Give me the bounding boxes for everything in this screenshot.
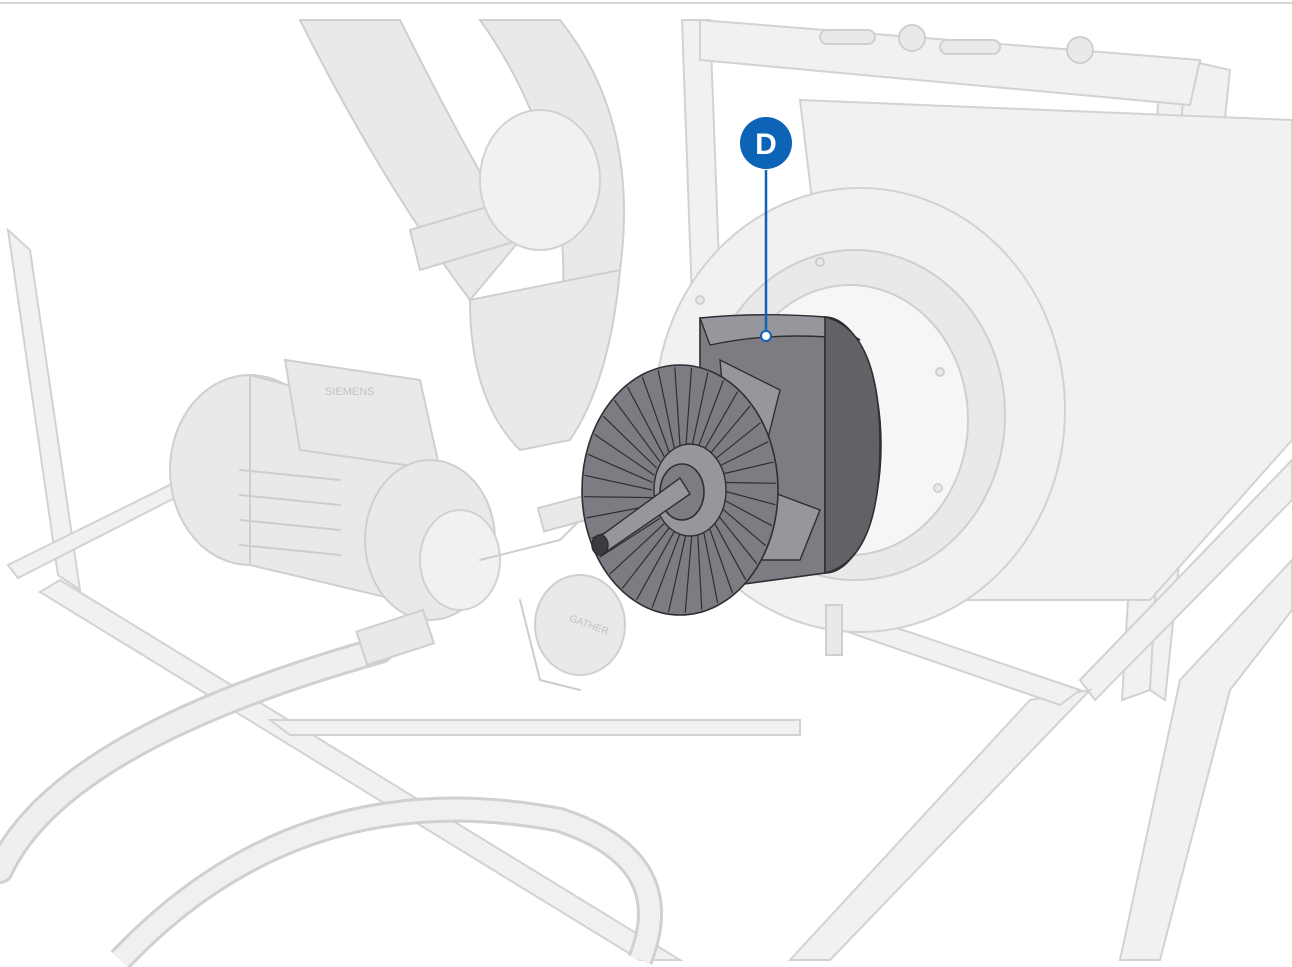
air-ducting: [298, 19, 625, 452]
wheel-vane: [697, 380, 724, 449]
wheel-vane: [599, 517, 661, 558]
wheel-vane: [717, 504, 766, 547]
wheel-vane: [674, 367, 681, 447]
wheel-vane: [719, 489, 776, 506]
wheel-vane: [594, 433, 655, 476]
wheel-vane: [613, 399, 661, 463]
callout-d: D: [740, 117, 792, 342]
duct-elbow: [468, 268, 622, 452]
housing-bolt-3: [933, 483, 943, 493]
callout-d-anchor: [760, 330, 772, 342]
hex-nut-2: [1066, 36, 1094, 64]
wheel-vane: [711, 422, 761, 463]
motor-cooling-fins: [239, 469, 341, 556]
wheel-vane: [621, 527, 670, 589]
wheel-vane: [602, 415, 658, 469]
hose-loop-inner: [112, 799, 660, 967]
frame-floor-rail-front-right: [1118, 558, 1292, 961]
wheel-vane: [715, 441, 769, 469]
wheel-vane: [626, 386, 665, 457]
motor-nameplate: SIEMENS: [325, 386, 375, 398]
wheel-vane: [719, 497, 773, 527]
callout-d-badge: [740, 117, 792, 169]
housing-bolt-4: [695, 295, 705, 305]
frame-cross-rail: [267, 719, 801, 736]
blower-wheel: [581, 314, 882, 616]
wheel-vane: [587, 453, 653, 483]
pump-housing: [419, 509, 501, 611]
wheel-vane: [702, 527, 719, 604]
hose-fitting: [355, 608, 436, 667]
supply-hose: [0, 608, 663, 967]
wheel-vane: [691, 372, 709, 447]
wheel-vane: [719, 481, 776, 484]
wheel-vane: [636, 531, 675, 600]
frame-floor-rail-right: [1078, 458, 1292, 702]
wheel-vane: [651, 533, 681, 608]
wheel-vane: [584, 474, 653, 491]
motor-pump-assembly: SIEMENS GATHER: [169, 358, 626, 691]
wheel-vane: [667, 533, 687, 613]
frame-left-post: [6, 227, 82, 593]
frame-floor-rail-diag: [787, 688, 1093, 961]
wheel-vane: [584, 496, 653, 499]
wheel-vane: [685, 367, 693, 447]
slot-1: [819, 29, 876, 45]
drain-tube: [519, 599, 581, 691]
hex-nut-1: [898, 24, 926, 52]
wheel-vane: [641, 376, 670, 453]
housing-bolt-2: [935, 367, 945, 377]
wheel-vane: [707, 405, 751, 457]
wheel-vane: [684, 533, 693, 613]
pump-cap: [534, 574, 626, 676]
duct-ring: [479, 109, 601, 251]
wheel-vane: [711, 518, 747, 581]
wheel-vane: [717, 461, 774, 476]
callout-d-label: D: [755, 128, 777, 161]
frame-top-plate: [699, 18, 1202, 107]
housing-bolt-1: [815, 257, 825, 267]
mount-bolt: [825, 604, 843, 656]
slot-2: [939, 39, 1001, 55]
wheel-vane: [702, 391, 739, 453]
wheel-vane: [697, 531, 703, 610]
wheel-drum-top: [699, 314, 861, 346]
shaft-end: [591, 534, 609, 556]
wheel-vane: [707, 523, 734, 594]
wheel-vane: [714, 511, 758, 565]
wheel-vane: [657, 370, 675, 449]
hose-inner: [0, 639, 391, 881]
wheel-vanes: [584, 367, 776, 613]
wheel-drum-shadow: [824, 315, 881, 575]
wheel-vane: [609, 523, 665, 575]
